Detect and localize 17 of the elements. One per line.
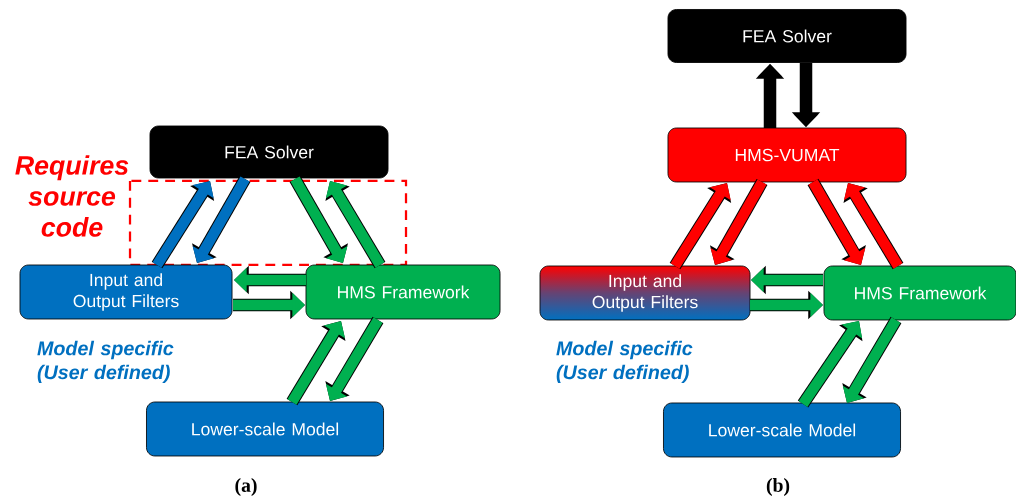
note-text: Model specific (User defined) bbox=[37, 340, 174, 384]
process-box: Input and Output Filters bbox=[539, 265, 751, 321]
block-arrow bbox=[843, 183, 904, 270]
process-box: HMS Framework bbox=[823, 265, 1016, 321]
block-arrow bbox=[807, 178, 866, 265]
process-box: Lower-scale Model bbox=[663, 402, 901, 458]
process-box: Input and Output Filters bbox=[19, 264, 233, 320]
block-arrow bbox=[325, 181, 386, 269]
panel-label: (b) bbox=[766, 478, 790, 496]
note-text: Model specific (User defined) bbox=[556, 340, 693, 384]
process-box: HMS-VUMAT bbox=[667, 127, 907, 183]
block-arrow bbox=[289, 175, 348, 263]
panel-label: (a) bbox=[235, 478, 257, 496]
process-box: Lower-scale Model bbox=[146, 401, 384, 457]
process-box: FEA Solver bbox=[149, 125, 389, 179]
annotation-text: Requires source code bbox=[15, 155, 129, 237]
process-box: HMS Framework bbox=[305, 264, 501, 320]
